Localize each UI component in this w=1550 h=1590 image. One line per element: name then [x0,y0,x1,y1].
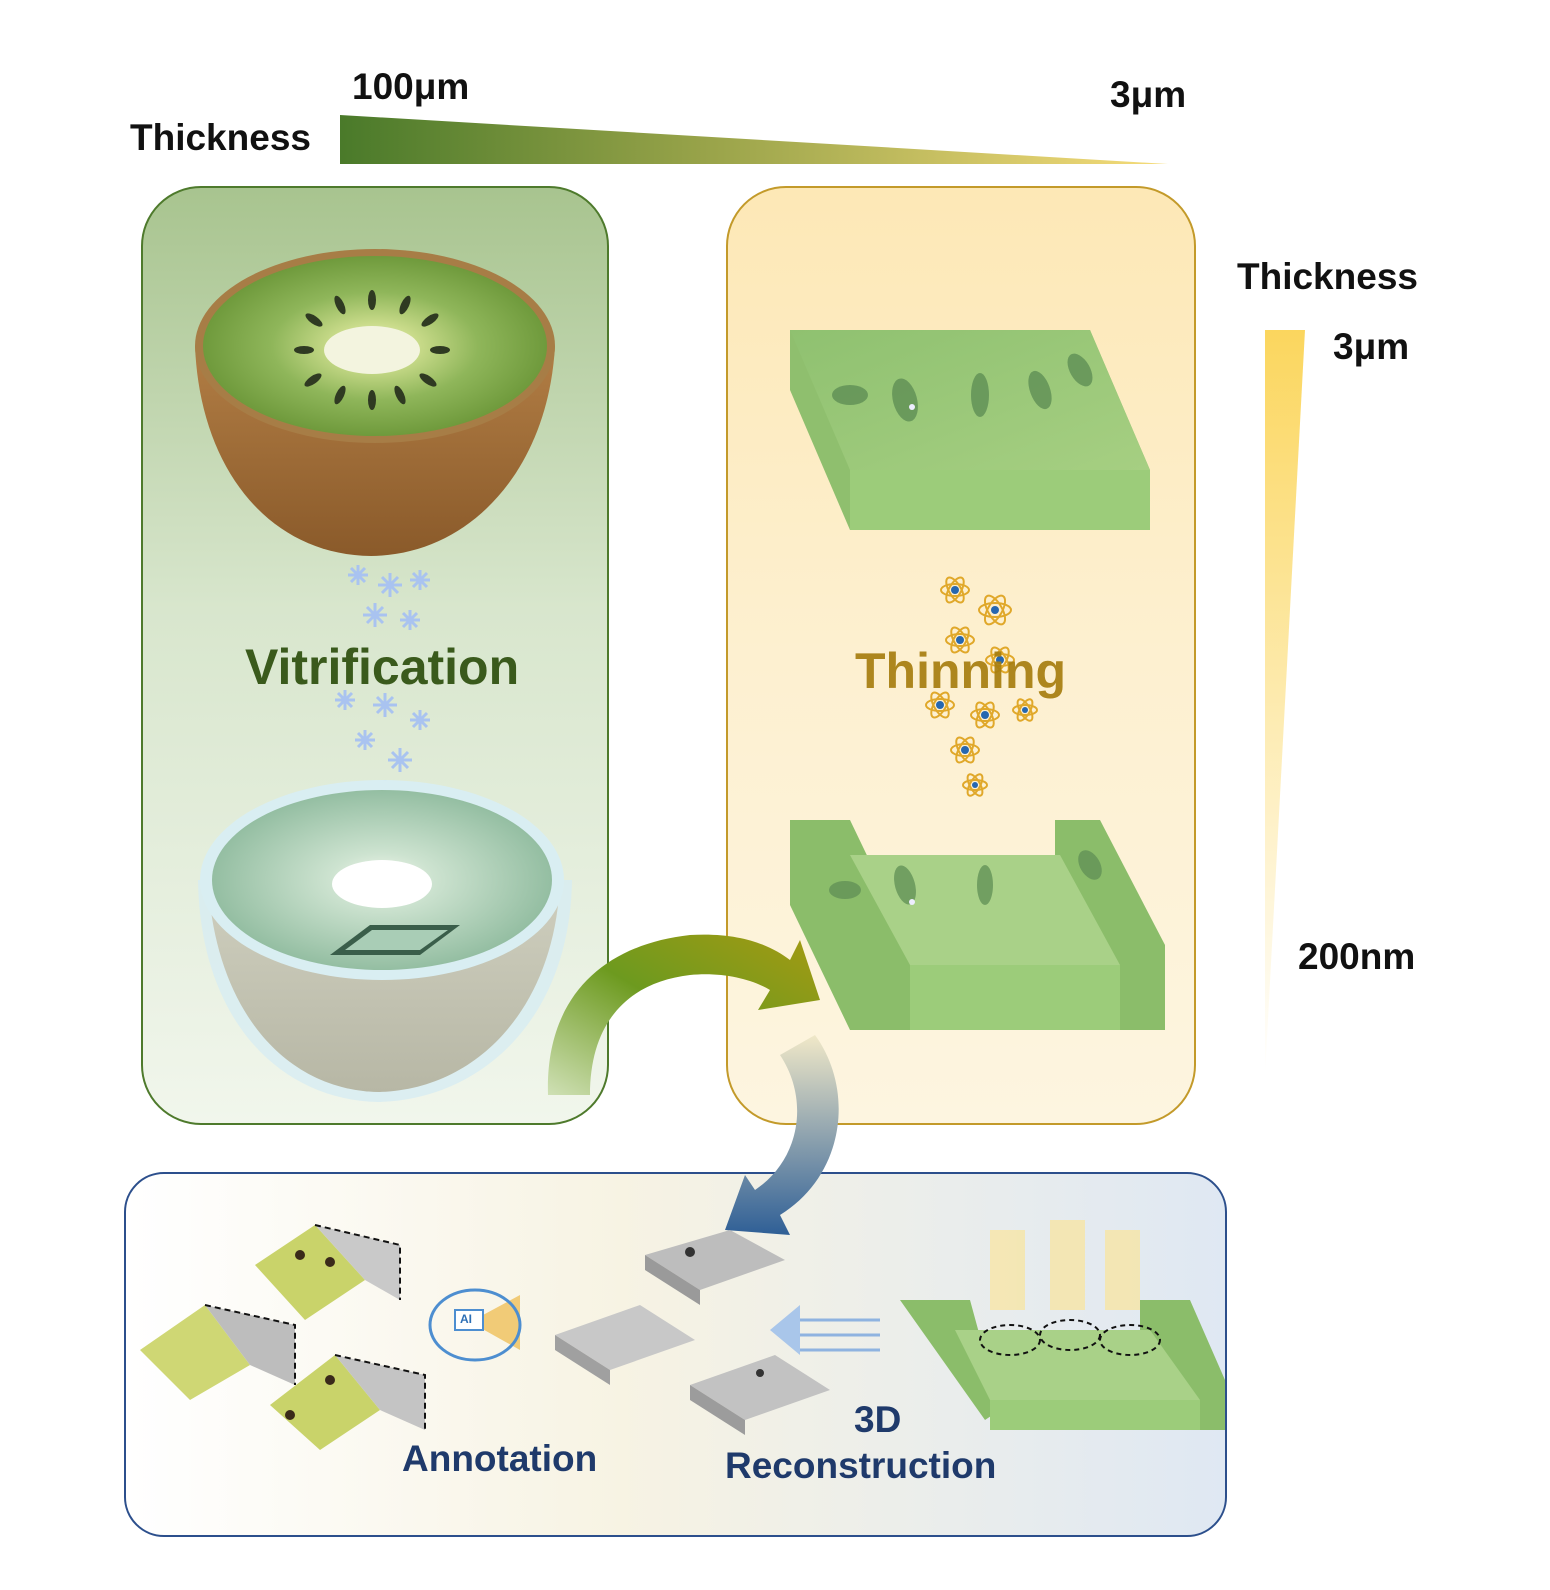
top-thickness-start: 100μm [352,66,470,107]
side-thickness-title: Thickness [1237,256,1418,297]
thinning-label: Thinning [855,643,1067,699]
fresh-kiwi-image [195,249,555,556]
top-thickness-title: Thickness [130,117,311,158]
tomogram-stack-image [555,1230,830,1435]
thick-lamella-image [790,330,1150,530]
annotation-label: Annotation [402,1438,598,1479]
side-thickness-bottom: 200nm [1298,936,1416,977]
ion-beam-arrow-image [925,576,1038,797]
thinning-to-analysis-arrow [725,1035,839,1235]
vitrification-label: Vitrification [245,639,520,695]
imaged-lamella-image [900,1220,1225,1430]
side-thickness-top: 3μm [1333,326,1410,367]
reconstruction-label-line2: Reconstruction [725,1445,997,1486]
vitrification-to-thinning-arrow [547,934,820,1095]
top-thickness-end: 3μm [1110,74,1187,115]
reconstruction-label-line1: 3D [854,1399,902,1440]
thin-lamella-image [790,820,1165,1030]
ai-brain-image [428,1288,522,1362]
vitrified-kiwi-image [198,780,572,1102]
data-stream-arrow-image [770,1305,880,1355]
annotation-samples-image [140,1224,426,1450]
ai-badge-label: AI [460,1312,472,1326]
